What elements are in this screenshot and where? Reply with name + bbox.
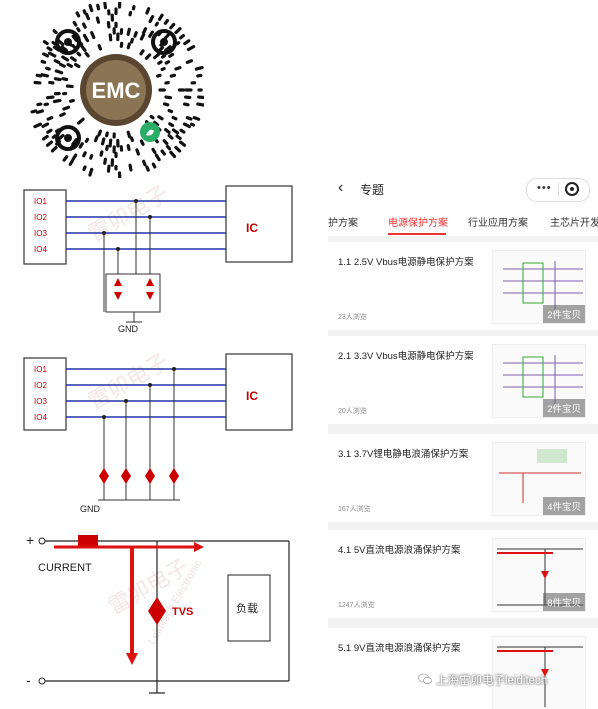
card-views: 23人浏览 [338, 314, 367, 321]
io-block [23, 189, 67, 265]
tvs-array [103, 201, 161, 323]
card-thumbnail [492, 636, 586, 709]
watermark: 雷卯电子 [85, 350, 174, 415]
tvs-diode-icon [148, 597, 166, 625]
card-title: 1.1 2.5V Vbus电源静电保护方案 [338, 257, 474, 268]
card-views: 167人浏览 [338, 506, 371, 513]
io-label: IO3 [34, 397, 47, 406]
ic-label: IC [246, 389, 258, 403]
fuse-icon [78, 535, 98, 547]
diagram-io-protection-array: 雷卯电子 IO1 IO2 IO3 IO4 IC GND [23, 182, 293, 334]
plus-label: + [26, 532, 34, 548]
more-icon[interactable]: ••• [537, 182, 552, 194]
card-badge: 4件宝贝 [543, 497, 585, 515]
card-badge: 2件宝贝 [543, 399, 585, 417]
tvs-diode-icon [114, 278, 154, 300]
tab-underline [388, 233, 446, 235]
minus-label: - [26, 672, 31, 688]
tab-bar: 护方案 电源保护方案 行业应用方案 主芯片开发 [328, 206, 598, 236]
mini-program-icon [140, 122, 160, 142]
io-label: IO3 [34, 229, 47, 238]
tab-power-protection[interactable]: 电源保护方案 [388, 218, 448, 229]
card-views: 1247人浏览 [338, 602, 375, 609]
capsule-menu[interactable]: ••• [526, 178, 590, 202]
qr-pattern [30, 2, 204, 178]
card-views: 20人浏览 [338, 408, 367, 415]
ic-block [225, 353, 293, 431]
list-item[interactable]: 1.1 2.5V Vbus电源静电保护方案 23人浏览 2件宝贝 [328, 242, 598, 330]
gnd-label: GND [80, 504, 101, 514]
load-block [227, 574, 271, 642]
qr-code: EMC [30, 2, 204, 178]
card-title: 4.1 5V直流电源浪涌保护方案 [338, 545, 461, 556]
diagram-power-surge: 雷卯电子 Leiditech Electronic + - 负载 CURRENT… [26, 532, 290, 694]
card-thumbnail: 8件宝贝 [492, 538, 586, 612]
card-title: 5.1 9V直流电源浪涌保护方案 [338, 643, 461, 654]
tvs-diode-icon [99, 468, 179, 484]
tab-industry[interactable]: 行业应用方案 [468, 218, 528, 229]
gnd-label: GND [118, 324, 139, 334]
ic-label: IC [246, 221, 258, 235]
card-title: 2.1 3.3V Vbus电源静电保护方案 [338, 351, 474, 362]
page-title: 专题 [360, 183, 385, 197]
watermark: 雷卯电子 [85, 182, 174, 247]
capsule-divider [558, 183, 559, 197]
arrow-down-icon [126, 653, 138, 665]
io-lines [66, 368, 226, 418]
io-label: IO2 [34, 381, 47, 390]
tab-main-chip[interactable]: 主芯片开发 [550, 218, 598, 229]
card-badge: 8件宝贝 [543, 593, 585, 611]
list-item[interactable]: 2.1 3.3V Vbus电源静电保护方案 20人浏览 2件宝贝 [328, 336, 598, 424]
wechat-icon [418, 673, 432, 685]
card-thumbnail: 2件宝贝 [492, 250, 586, 324]
terminal-minus [38, 677, 46, 685]
card-thumbnail: 2件宝贝 [492, 344, 586, 418]
mini-program-screen: ‹ 专题 ••• 护方案 电源保护方案 行业应用方案 主芯片开发 1.1 2.5… [328, 172, 598, 709]
io-label: IO2 [34, 213, 47, 222]
io-label: IO4 [34, 413, 47, 422]
diagram-io-tvs-discrete: 雷卯电子 IO1 IO2 IO3 IO4 IC GND [23, 350, 293, 514]
current-label: CURRENT [38, 562, 92, 574]
card-badge: 2件宝贝 [543, 305, 585, 323]
arrow-right-icon [194, 542, 204, 552]
target-icon[interactable] [565, 182, 579, 196]
io-label: IO1 [34, 197, 47, 206]
qr-center-text: EMC [92, 78, 141, 103]
ic-block [225, 185, 293, 263]
tvs-label: TVS [172, 606, 193, 618]
io-label: IO4 [34, 245, 47, 254]
top-bar: ‹ 专题 ••• [328, 172, 598, 206]
wechat-account-label: 上海雷卯电子leiditech [436, 675, 548, 687]
load-label: 负载 [236, 601, 258, 615]
list-item[interactable]: 3.1 3.7V锂电静电浪涌保护方案 167人浏览 4件宝贝 [328, 434, 598, 522]
io-block [23, 357, 67, 431]
card-title: 3.1 3.7V锂电静电浪涌保护方案 [338, 449, 469, 460]
tab-protection[interactable]: 护方案 [328, 218, 358, 229]
chevron-left-icon[interactable]: ‹ [338, 179, 344, 196]
list-item[interactable]: 5.1 9V直流电源浪涌保护方案 [328, 628, 598, 709]
card-thumbnail: 4件宝贝 [492, 442, 586, 516]
list-item[interactable]: 4.1 5V直流电源浪涌保护方案 1247人浏览 8件宝贝 [328, 530, 598, 618]
io-label: IO1 [34, 365, 47, 374]
io-lines [66, 200, 226, 250]
terminal-plus [38, 537, 46, 545]
